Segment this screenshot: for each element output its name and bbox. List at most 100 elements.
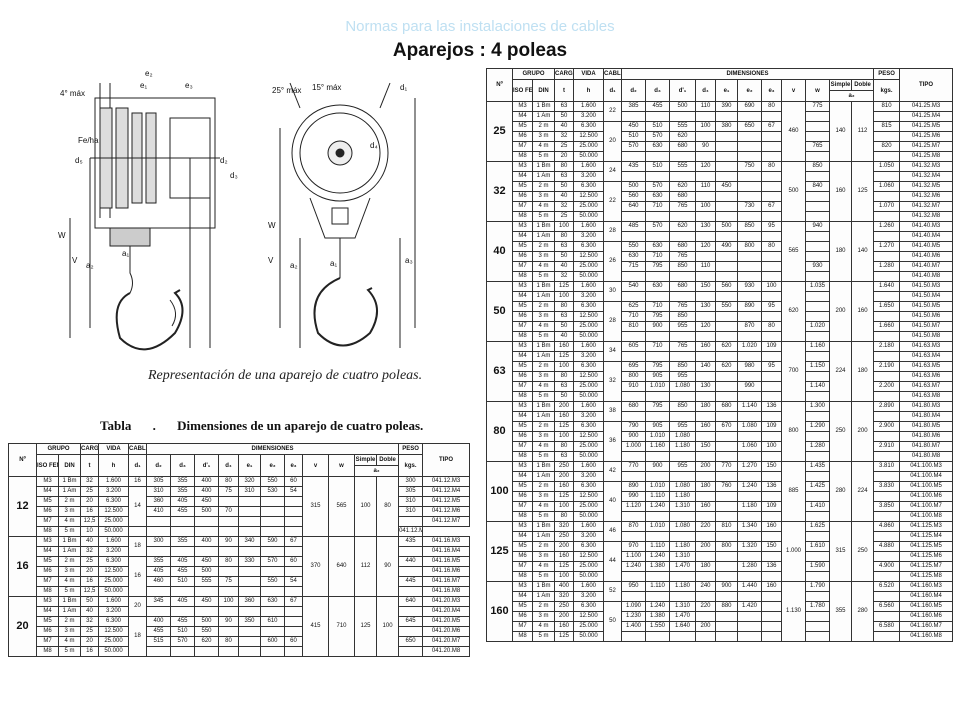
din-cell: 4 m (531, 621, 556, 632)
cable-diameter-cell: 18 (128, 616, 148, 657)
label-v-left: V (72, 256, 78, 265)
dim-w-cell: 1.020 (805, 321, 831, 332)
load-cell: 32 (554, 271, 575, 282)
weight-cell (873, 311, 901, 322)
life-cell: 12.500 (573, 611, 605, 622)
label-v-right: V (268, 256, 274, 265)
cable-diameter-cell: 26 (603, 241, 623, 282)
iso-fem-cell: M4 (36, 486, 59, 497)
weight-cell (398, 586, 424, 597)
dim-d2-cell: 715 (621, 261, 647, 272)
type-code-cell: 041.40.M7 (899, 261, 954, 272)
life-cell: 25.000 (573, 621, 605, 632)
din-cell: 1 Am (531, 171, 556, 182)
life-cell: 25.000 (98, 636, 130, 647)
din-cell: 3 m (57, 566, 82, 577)
type-code-cell: 041.20.M5 (422, 616, 471, 627)
dim-w-cell (805, 631, 831, 642)
din-cell: 1 Bm (531, 281, 556, 292)
iso-fem-cell: M6 (512, 611, 533, 622)
dim-d4-cell (218, 606, 240, 617)
din-cell: 2 m (531, 121, 556, 132)
dim-w-cell (805, 251, 831, 262)
dim-e1-cell (715, 501, 739, 512)
dim-d3-cell: 710 (645, 341, 671, 352)
dim-e1-cell: 390 (715, 101, 739, 112)
din-cell: 1 Bm (57, 476, 82, 487)
dim-e1-cell (238, 576, 262, 587)
weight-cell: 440 (398, 556, 424, 567)
dim-d2-cell: 1.000 (621, 441, 647, 452)
life-cell: 25.000 (573, 261, 605, 272)
dim-d2-cell (621, 231, 647, 242)
a2-simple-cell: 250 (829, 401, 853, 462)
dim-d4-cell: 75 (218, 486, 240, 497)
dim-w-cell: 1.280 (805, 441, 831, 452)
dim-w-cell (805, 111, 831, 122)
dim-d2-cell (146, 646, 172, 657)
din-cell: 4 m (531, 261, 556, 272)
dim-d1-prime-cell: 1.640 (669, 621, 697, 632)
weight-cell (398, 566, 424, 577)
dim-e3-cell: 67 (284, 596, 304, 607)
dim-e1-cell (238, 646, 262, 657)
weight-cell: 2.180 (873, 341, 901, 352)
dim-d2-cell: 450 (621, 121, 647, 132)
life-cell: 25.000 (573, 501, 605, 512)
col-header-h: h (98, 454, 130, 477)
dim-e3-cell (761, 261, 783, 272)
col-header-carga: CARGA (554, 68, 575, 80)
dim-w-cell: 1.410 (805, 501, 831, 512)
a2-doble-cell: 80 (376, 476, 400, 537)
a2-simple-cell: 315 (829, 521, 853, 582)
dim-e2-cell: 550 (260, 576, 286, 587)
label-d1: d₁ (400, 83, 407, 92)
dim-d3-cell: 1.240 (645, 551, 671, 562)
dim-d3-cell (645, 351, 671, 362)
a2-simple-cell: 280 (829, 461, 853, 522)
dim-e1-cell: 620 (715, 341, 739, 352)
dim-e2-cell: 590 (260, 536, 286, 547)
dim-d4-cell (695, 391, 717, 402)
type-code-cell: 041.100.M4 (899, 471, 954, 482)
dim-v-cell: 565 (781, 221, 807, 282)
dim-e3-cell: 136 (761, 481, 783, 492)
iso-fem-cell: M3 (512, 161, 533, 172)
dim-w-cell (805, 351, 831, 362)
dim-e2-cell: 1.320 (737, 541, 763, 552)
type-code-cell: 041.63.M6 (899, 371, 954, 382)
weight-cell (873, 551, 901, 562)
dim-d3-cell: 710 (645, 251, 671, 262)
din-cell: 5 m (57, 646, 82, 657)
dim-v-cell: 370 (302, 536, 330, 597)
dim-e3-cell: 80 (761, 241, 783, 252)
cable-diameter-cell: 52 (603, 581, 623, 602)
dim-d2-cell: 500 (621, 181, 647, 192)
type-code-cell: 041.12.M6 (422, 506, 471, 517)
dim-d2-cell: 385 (621, 101, 647, 112)
group-number-cell: 125 (486, 521, 513, 582)
dim-w-cell (805, 611, 831, 622)
dim-d3-cell: 1.110 (645, 581, 671, 592)
load-cell: 63 (554, 381, 575, 392)
load-cell: 32 (554, 131, 575, 142)
load-cell: 80 (554, 161, 575, 172)
dim-d4-cell: 160 (695, 421, 717, 432)
dim-d1-prime-cell (170, 526, 196, 537)
din-cell: 4 m (57, 516, 82, 527)
dim-e3-cell: 80 (761, 101, 783, 112)
din-cell: 2 m (57, 616, 82, 627)
dim-e3-cell (761, 131, 783, 142)
iso-fem-cell: M6 (36, 506, 59, 517)
type-code-cell: 041.63.M8 (899, 391, 954, 402)
weight-cell: 1.050 (873, 161, 901, 172)
iso-fem-cell: M7 (36, 516, 59, 527)
din-cell: 1 Am (531, 351, 556, 362)
dim-d3-cell: 1.160 (645, 441, 671, 452)
dim-e2-cell (737, 631, 763, 642)
iso-fem-cell: M7 (512, 501, 533, 512)
col-header-d1-prime: d'₁ (669, 79, 697, 102)
dim-w-cell: 1.035 (805, 281, 831, 292)
dim-d3-cell: 795 (645, 401, 671, 412)
